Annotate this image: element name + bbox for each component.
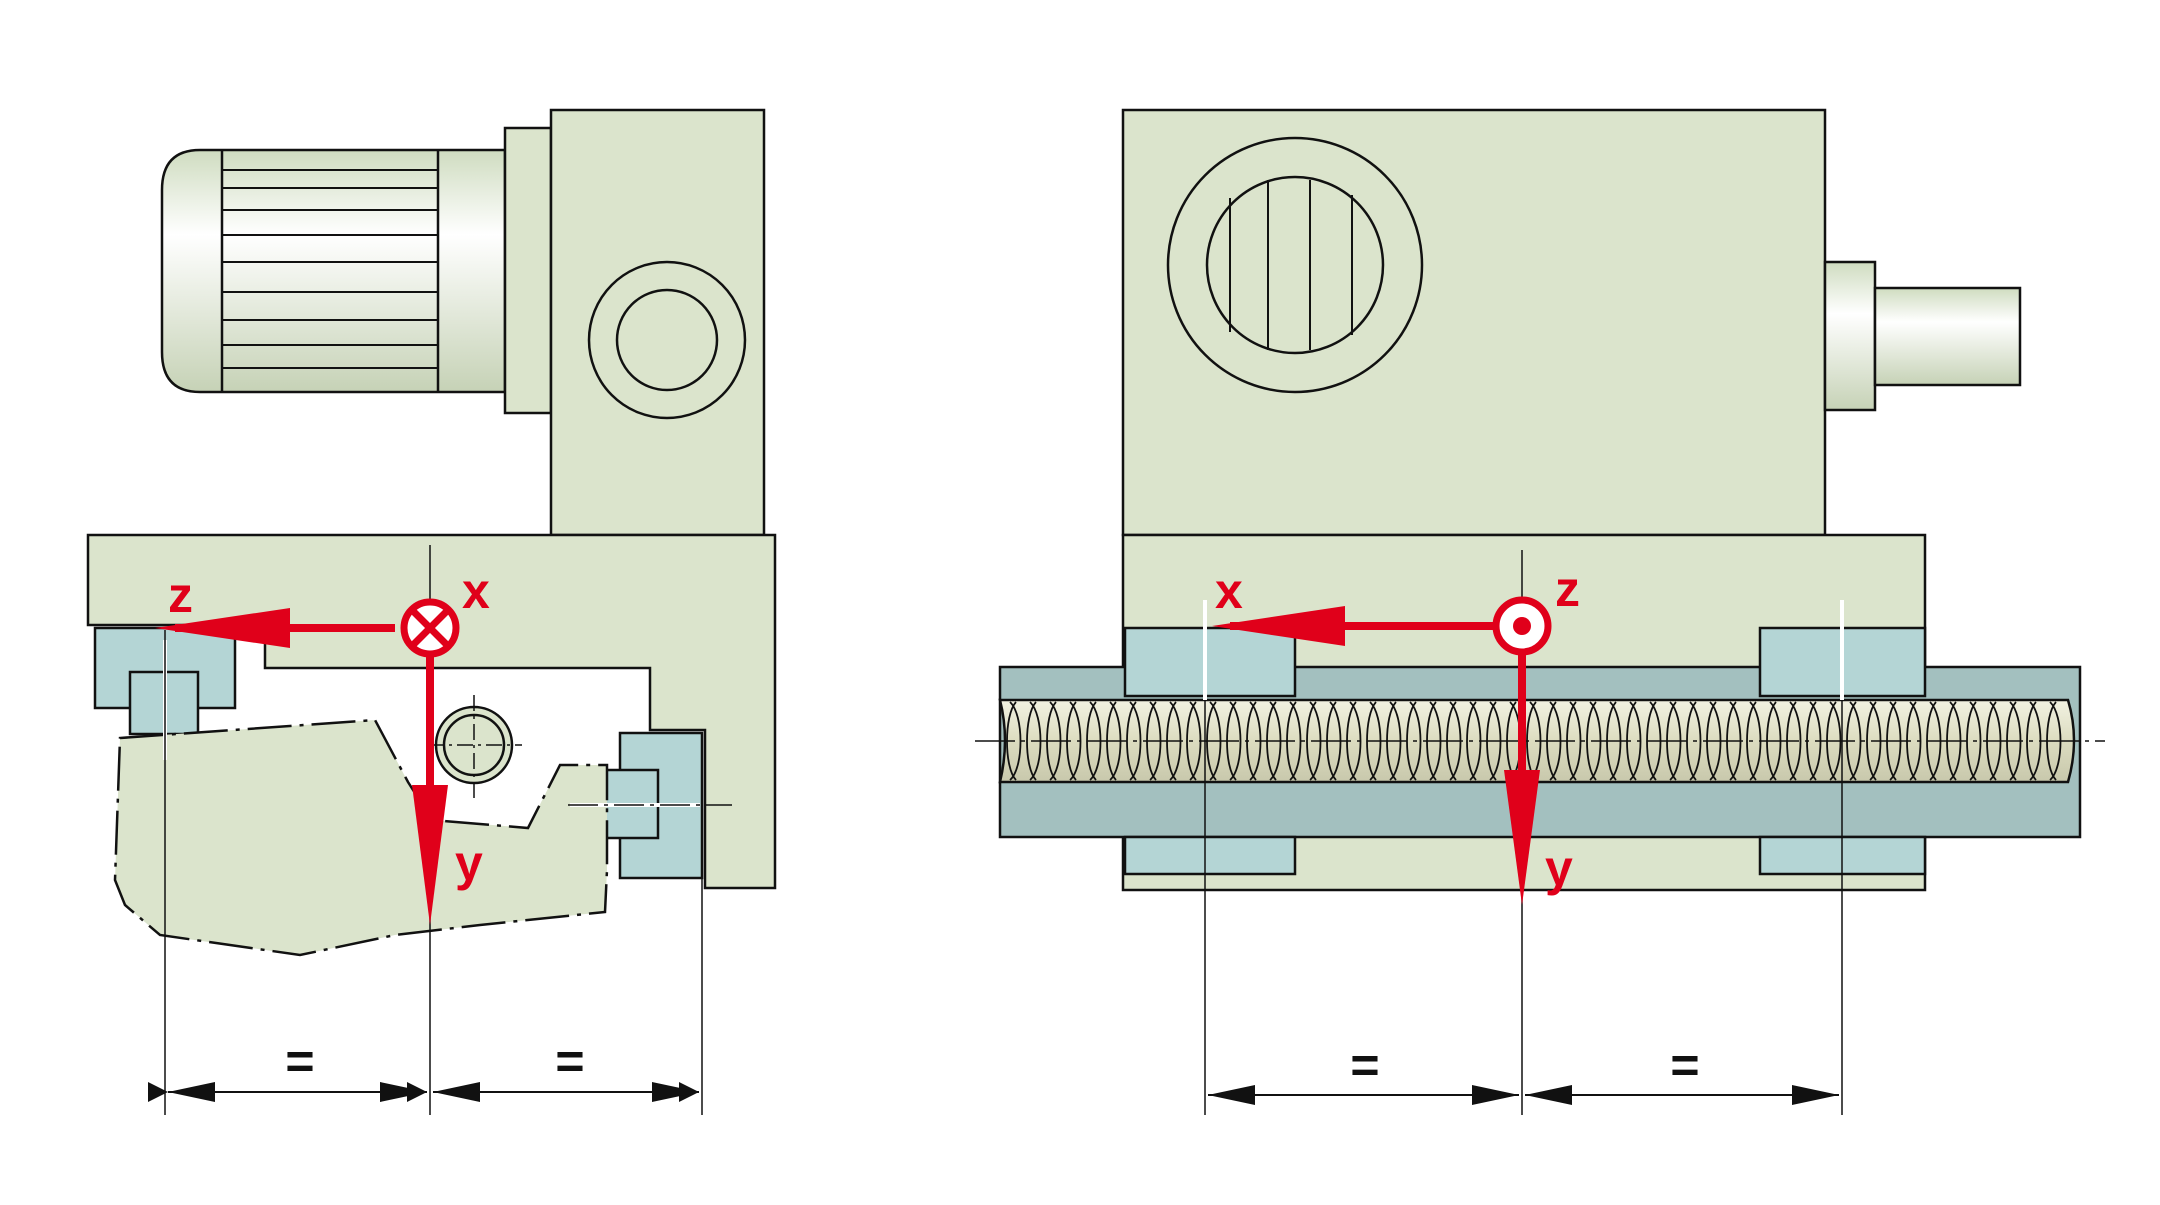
machine-bed-outline bbox=[113, 718, 609, 957]
axis-label-z-right: z bbox=[1555, 561, 1580, 617]
drive-shaft bbox=[1823, 260, 2022, 412]
axis-label-x-left: x bbox=[462, 563, 490, 619]
axis-label-y-left: y bbox=[455, 835, 483, 891]
screw-thread bbox=[1009, 701, 1022, 781]
screw-thread bbox=[1466, 701, 1477, 781]
housing bbox=[1121, 108, 1827, 537]
motor-cooling-fins bbox=[222, 169, 438, 369]
right-axis-system: x z y bbox=[1212, 561, 1580, 905]
screw-thread bbox=[1969, 701, 1982, 781]
screw-thread bbox=[1306, 701, 1317, 781]
screw-thread bbox=[1026, 701, 1037, 781]
left-axis-system: z x y bbox=[155, 563, 490, 925]
axis-label-x-right: x bbox=[1215, 563, 1243, 619]
screw-thread bbox=[1569, 701, 1582, 781]
z-axis-out-of-page-symbol bbox=[1492, 596, 1552, 656]
screw-thread bbox=[1409, 701, 1422, 781]
screw-thread bbox=[1689, 701, 1702, 781]
gearbox bbox=[549, 108, 766, 537]
dimension-label-left-2: = bbox=[555, 1033, 584, 1089]
screw-thread bbox=[1586, 701, 1597, 781]
axis-label-y-right: y bbox=[1545, 840, 1573, 896]
screw-thread bbox=[2026, 701, 2037, 781]
x-axis-arrow-right bbox=[1212, 606, 1345, 646]
axis-label-z-left: z bbox=[168, 567, 193, 623]
screw-thread bbox=[1866, 701, 1877, 781]
screw-thread bbox=[1289, 701, 1302, 781]
dimension-right bbox=[1208, 1085, 1839, 1105]
bearing-pad-top-left bbox=[1123, 626, 1297, 698]
dimension-label-right-1: = bbox=[1350, 1037, 1379, 1093]
screw-thread bbox=[1789, 701, 1802, 781]
dimension-left bbox=[148, 1082, 699, 1102]
z-axis-arrow-left bbox=[155, 608, 290, 648]
screw-thread bbox=[1229, 701, 1242, 781]
screw-thread bbox=[1129, 701, 1142, 781]
motor bbox=[160, 126, 553, 415]
y-axis-arrow-left bbox=[412, 785, 448, 925]
dimension-label-left-1: = bbox=[285, 1033, 314, 1089]
dimension-label-right-2: = bbox=[1670, 1037, 1699, 1093]
spindle-bore bbox=[428, 695, 522, 800]
screw-thread bbox=[1186, 701, 1197, 781]
screw-thread bbox=[1746, 701, 1757, 781]
bearing-pad-bottom-left bbox=[1123, 835, 1297, 876]
y-axis-arrow-right bbox=[1504, 770, 1540, 905]
screw-thread bbox=[1849, 701, 1862, 781]
lead-screw bbox=[975, 698, 2105, 784]
x-axis-into-page-symbol bbox=[400, 598, 460, 658]
